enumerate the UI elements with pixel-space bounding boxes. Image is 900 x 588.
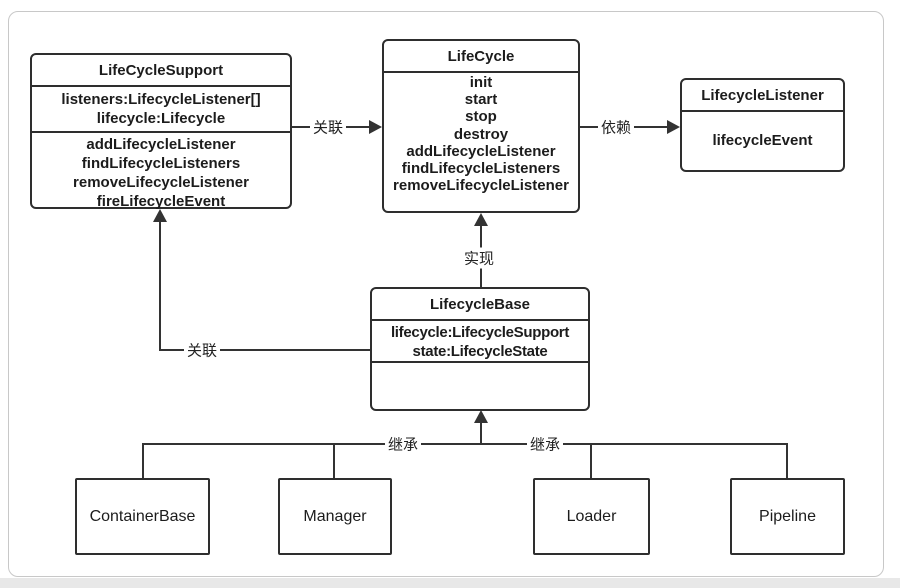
attribute: state:LifecycleState [412,343,548,360]
attribute: listeners:LifecycleListener[] [61,91,261,108]
attribute: lifecycle:Lifecycle [96,110,226,127]
class-box-lifecycle: LifeCycle init start stop destroy addLif… [382,39,580,213]
class-methods: lifecycleEvent [682,112,843,168]
method: removeLifecycleListener [73,174,249,191]
edge-base-to-support-hline [159,349,370,351]
class-methods-empty [372,363,588,408]
class-box-loader: Loader [533,478,650,555]
class-title: LifeCycle [384,41,578,73]
class-title: Manager [303,507,367,525]
edge-inheritance-bus-line [142,443,788,445]
class-attributes: listeners:LifecycleListener[] lifecycle:… [32,87,290,133]
class-box-manager: Manager [278,478,392,555]
class-box-pipeline: Pipeline [730,478,845,555]
edge-pipeline-stub [786,443,788,478]
edge-base-to-support-vline [159,220,161,351]
class-title: ContainerBase [89,507,196,525]
class-box-lifecyclebase: LifecycleBase lifecycle:LifecycleSupport… [370,287,590,411]
edge-loader-stub [590,443,592,478]
method: findLifecycleListeners [81,155,241,172]
method: removeLifecycleListener [393,177,569,195]
method: stop [465,108,497,126]
class-box-lifecyclelistener: LifecycleListener lifecycleEvent [680,78,845,172]
class-title: LifecycleListener [682,80,843,112]
edge-manager-stub [333,443,335,478]
arrow-right-icon [369,120,382,134]
method: lifecycleEvent [712,131,813,149]
arrow-up-icon [474,410,488,423]
edge-label-association: 关联 [309,116,347,138]
arrow-up-icon [474,213,488,226]
edge-label-association: 关联 [183,339,221,361]
method: findLifecycleListeners [401,160,561,178]
arrow-right-icon [667,120,680,134]
class-methods: init start stop destroy addLifecycleList… [384,73,578,194]
arrow-up-icon [153,209,167,222]
class-box-containerbase: ContainerBase [75,478,210,555]
method: destroy [453,125,509,143]
method: addLifecycleListener [406,142,556,160]
bottom-gray-strip [0,578,900,588]
class-attributes: lifecycle:LifecycleSupport state:Lifecyc… [372,321,588,363]
class-title: Pipeline [759,507,816,525]
edge-label-dependency: 依赖 [597,116,635,138]
edge-label-inheritance: 继承 [526,433,564,455]
class-box-lifecyclesupport: LifeCycleSupport listeners:LifecycleList… [30,53,292,211]
class-title: Loader [566,507,617,525]
edge-inheritance-to-base-line [480,422,482,445]
method: start [464,91,498,109]
edge-label-realization: 实现 [460,247,498,269]
edge-containerbase-stub [142,443,144,478]
method: fireLifecycleEvent [96,193,226,210]
class-title: LifecycleBase [372,289,588,321]
edge-label-inheritance: 继承 [384,433,422,455]
class-title: LifeCycleSupport [32,55,290,87]
class-methods: addLifecycleListener findLifecycleListen… [32,133,290,211]
method: init [469,74,493,91]
method: addLifecycleListener [86,136,236,153]
attribute: lifecycle:LifecycleSupport [390,324,570,341]
